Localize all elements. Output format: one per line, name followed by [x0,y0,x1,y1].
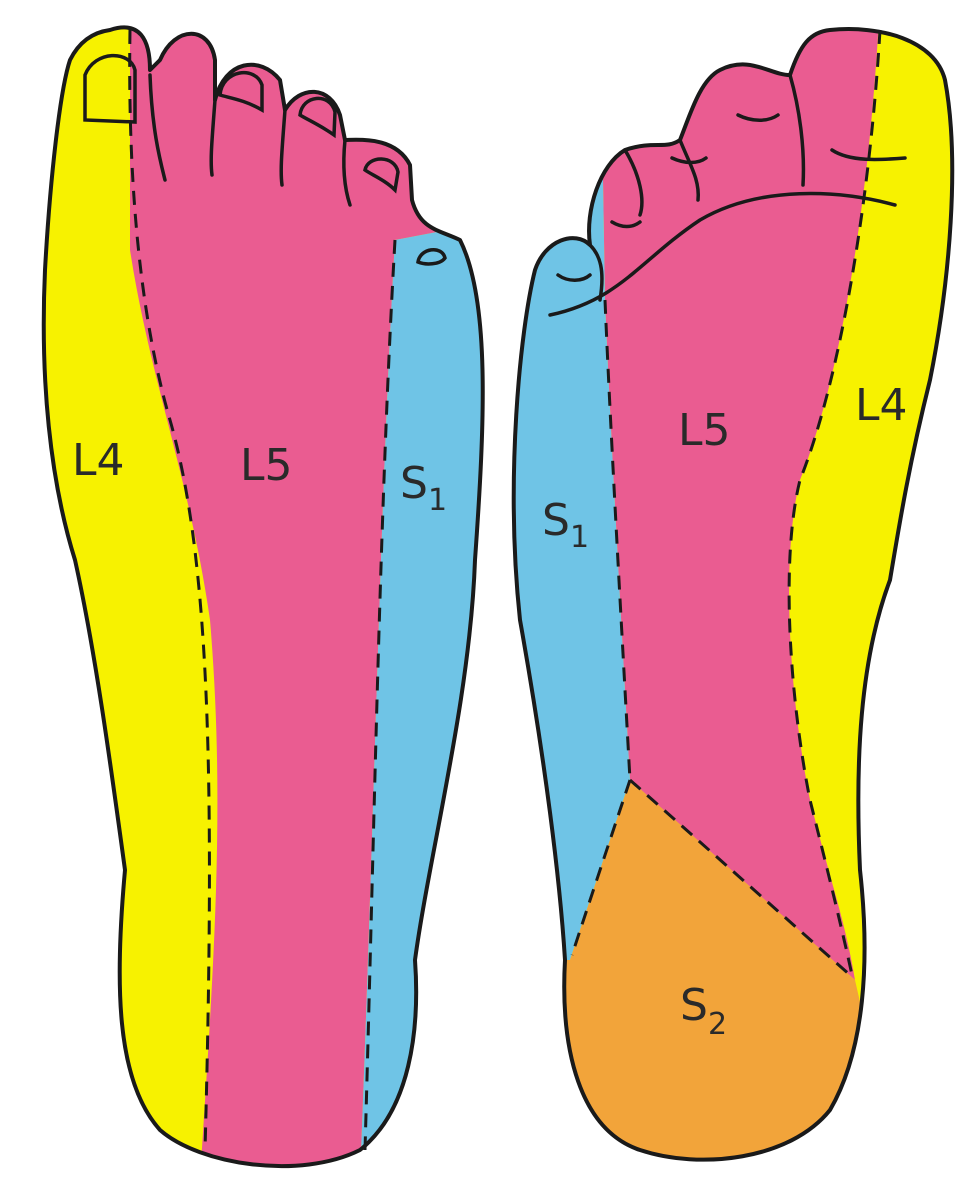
left-foot-regions [0,0,500,1178]
left-l5-label: L5 [240,440,293,491]
left-l4-label: L4 [72,435,125,486]
right-foot: L4 L5 S1 S2 [480,0,968,1178]
right-l5-label: L5 [678,405,731,456]
left-s1-label-sub: 1 [428,483,447,518]
right-s2-label-main: S [680,980,708,1031]
right-s1-label-sub: 1 [570,520,589,555]
left-s1-label-main: S [400,458,428,509]
right-s2-label-sub: 2 [708,1007,727,1042]
right-l4-label: L4 [855,380,908,431]
right-s1-label-main: S [542,495,570,546]
right-s1-region [480,0,630,960]
left-foot: L4 L5 S1 [0,0,500,1178]
right-foot-regions [480,0,968,1178]
